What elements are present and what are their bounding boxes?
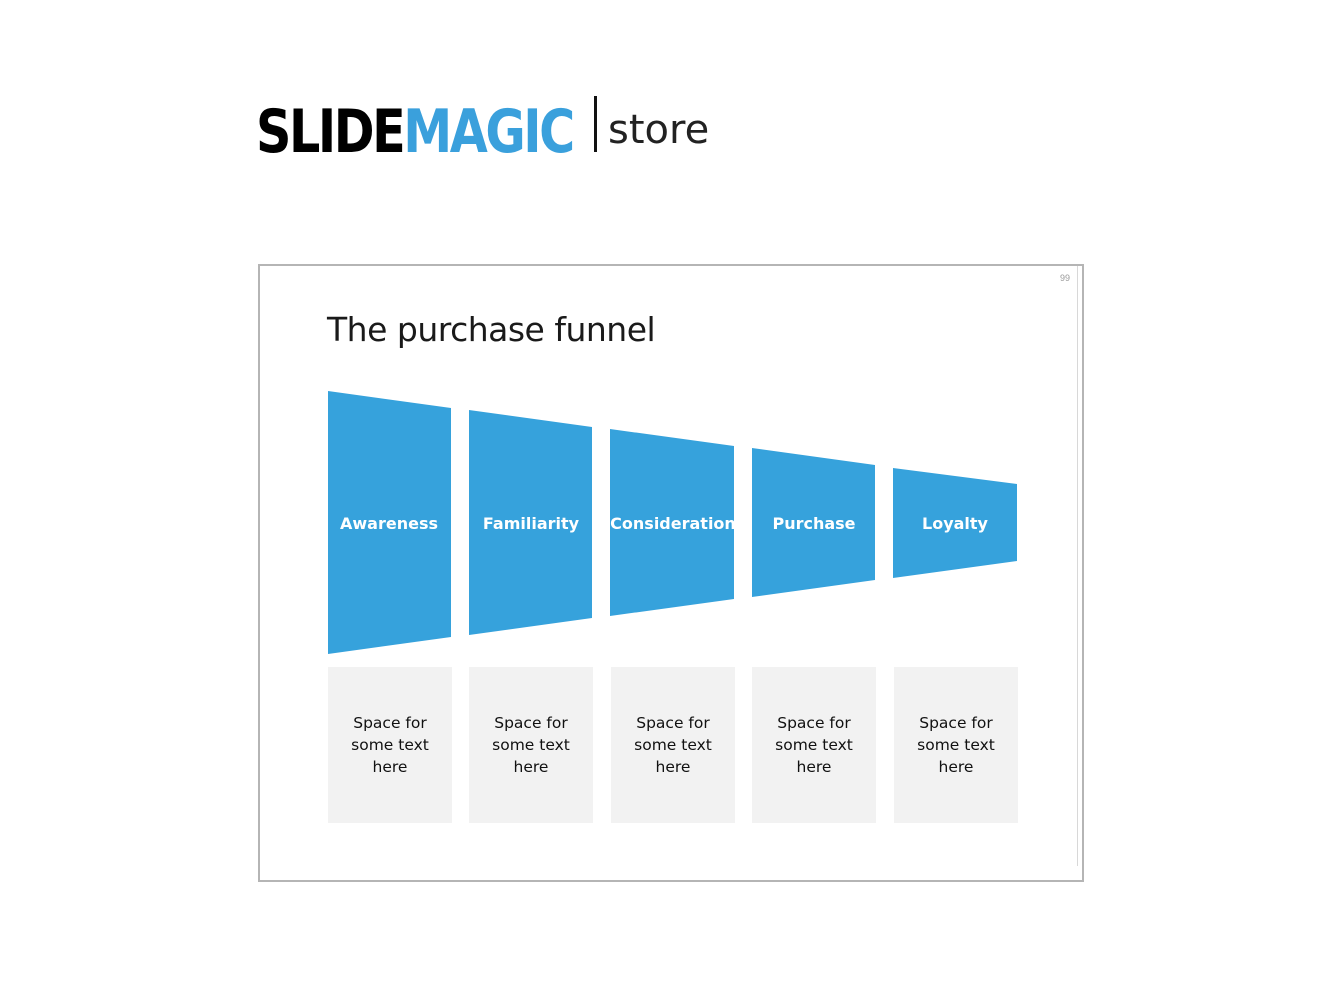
stage-description-text: Space for some text here — [634, 714, 712, 776]
stage-description-box: Space for some text here — [894, 667, 1018, 823]
slide-title: The purchase funnel — [327, 310, 656, 349]
funnel-stage-loyalty — [893, 468, 1017, 578]
stage-description-box: Space for some text here — [328, 667, 452, 823]
stage-description-text: Space for some text here — [917, 714, 995, 776]
logo-store-text: store — [608, 107, 710, 153]
stage-label-awareness: Awareness — [340, 514, 438, 533]
funnel-stage-familiarity — [469, 410, 592, 635]
stage-label-consideration: Consideration — [610, 514, 736, 533]
stage-label-loyalty: Loyalty — [922, 514, 989, 533]
stage-description-text: Space for some text here — [775, 714, 853, 776]
funnel-diagram: Awareness Familiarity Consideration Purc… — [328, 391, 1017, 654]
stage-description-box: Space for some text here — [611, 667, 735, 823]
stage-label-familiarity: Familiarity — [483, 514, 580, 533]
logo-part-magic: MAGIC — [403, 97, 575, 167]
slide-preview: 99 The purchase funnel Awareness Familia… — [258, 264, 1084, 882]
funnel-stage-awareness — [328, 391, 451, 654]
stage-description-text: Space for some text here — [492, 714, 570, 776]
logo-separator — [594, 96, 597, 152]
slide-edge-line — [1077, 266, 1078, 866]
logo-part-slide: SLIDE — [256, 97, 406, 167]
stage-description-text: Space for some text here — [351, 714, 429, 776]
funnel-stage-purchase — [752, 448, 875, 597]
stage-label-purchase: Purchase — [772, 514, 855, 533]
funnel-stage-consideration — [610, 429, 734, 616]
stage-description-box: Space for some text here — [752, 667, 876, 823]
logo-wordmark: SLIDEMAGIC — [256, 102, 575, 162]
slide-page-number: 99 — [1059, 273, 1070, 283]
stage-description-box: Space for some text here — [469, 667, 593, 823]
slidemagic-logo: SLIDEMAGIC store — [256, 92, 709, 162]
